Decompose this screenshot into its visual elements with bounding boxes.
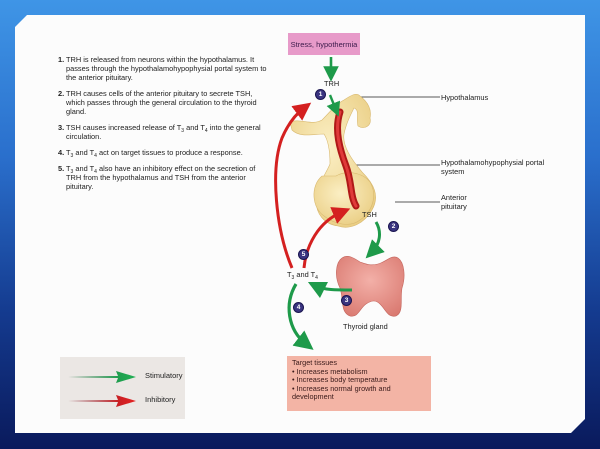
target-tissues-box: Target tissues • Increases metabolism • … [287, 356, 431, 411]
thyroid-gland-label: Thyroid gland [343, 322, 388, 331]
step-badge-2: 2 [388, 221, 399, 232]
subscript: 4 [94, 169, 97, 175]
target-effect: • Increases metabolism [292, 366, 368, 376]
legend-item-inhibitory: Inhibitory [60, 391, 185, 411]
tsh-to-thyroid-arrow [365, 221, 385, 259]
text-part: and T [294, 270, 316, 279]
subscript: 3 [291, 275, 295, 281]
text-part: T [66, 148, 71, 157]
step-4: 4. T3 and T4 act on target tissues to pr… [58, 148, 268, 159]
step-5: 5. T3 and T4 also have an inhibitory eff… [58, 164, 268, 191]
step-badge-3: 3 [341, 295, 352, 306]
hypothalamus-label: Hypothalamus [441, 93, 489, 102]
legend-label: Stimulatory [145, 371, 183, 380]
stimulatory-arrow-icon [68, 371, 136, 383]
t3t4-to-hypothalamus-arrow [274, 102, 312, 269]
text-part: act on target tissues to produce a respo… [96, 148, 243, 157]
t3t4-to-target-arrow [287, 283, 314, 350]
step-1: 1. TRH is released from neurons within t… [58, 55, 268, 82]
step-badge-5: 5 [298, 249, 309, 260]
step-text: TRH causes cells of the anterior pituita… [66, 89, 257, 116]
trh-to-portal-arrow [326, 94, 341, 117]
text-part: and T [184, 123, 205, 132]
step-text: TSH causes increased release of T3 and T… [66, 123, 268, 141]
anterior-pituitary-label: Anterior pituitary [441, 193, 467, 211]
pituitary-shape [313, 172, 374, 225]
step-badge-4: 4 [293, 302, 304, 313]
t3t4-to-pituitary-arrow [302, 207, 351, 269]
legend: Stimulatory Inhibitory [60, 357, 185, 419]
step-number: 4. [58, 148, 65, 157]
tsh-label: TSH [362, 210, 377, 219]
step-text: T3 and T4 also have an inhibitory effect… [66, 164, 268, 191]
text-part: and T [73, 148, 95, 157]
step-number: 2. [58, 89, 65, 98]
target-title: Target tissues [292, 358, 338, 367]
subscript: 4 [204, 128, 208, 134]
subscript: 3 [181, 128, 185, 134]
legend-item-stimulatory: Stimulatory [60, 367, 185, 387]
step-3: 3. TSH causes increased release of T3 an… [58, 123, 268, 141]
target-effect: • Increases body temperature [292, 375, 388, 385]
step-text: TRH is released from neurons within the … [66, 55, 267, 82]
step-2: 2. TRH causes cells of the anterior pitu… [58, 89, 268, 116]
text-part: TSH causes increased release of T [66, 123, 182, 132]
portal-vessel-highlight [336, 110, 358, 208]
thyroid-gland-shape [336, 256, 405, 317]
step-number: 5. [58, 164, 65, 173]
subscript: 3 [70, 153, 74, 159]
text-part: T [66, 164, 71, 173]
steps-list: 1. TRH is released from neurons within t… [58, 55, 268, 198]
step-number: 3. [58, 123, 65, 132]
text-part: also have an inhibitory effect on the se… [66, 164, 256, 191]
legend-label: Inhibitory [145, 395, 176, 404]
step-number: 1. [58, 55, 65, 64]
subscript: 4 [94, 153, 97, 159]
step-badge-1: 1 [315, 89, 326, 100]
subscript: 3 [70, 169, 74, 175]
text-part: and T [73, 164, 95, 173]
trh-label: TRH [324, 79, 340, 88]
text-part: T [287, 270, 292, 279]
inhibitory-arrow-icon [68, 395, 136, 407]
text-part: into the general circulation. [66, 123, 261, 141]
target-effect: • Increases normal growth and developmen… [292, 383, 391, 402]
subscript: 4 [315, 275, 318, 281]
thyroid-to-t3t4-arrow [307, 281, 353, 299]
stimulus-box: Stress, hypothermia [288, 33, 360, 55]
portal-system-label: Hypothalamohypophysial portal system [441, 158, 545, 176]
t3-t4-label: T3 and T4 [287, 270, 318, 281]
step-text: T3 and T4 act on target tissues to produ… [66, 148, 268, 159]
